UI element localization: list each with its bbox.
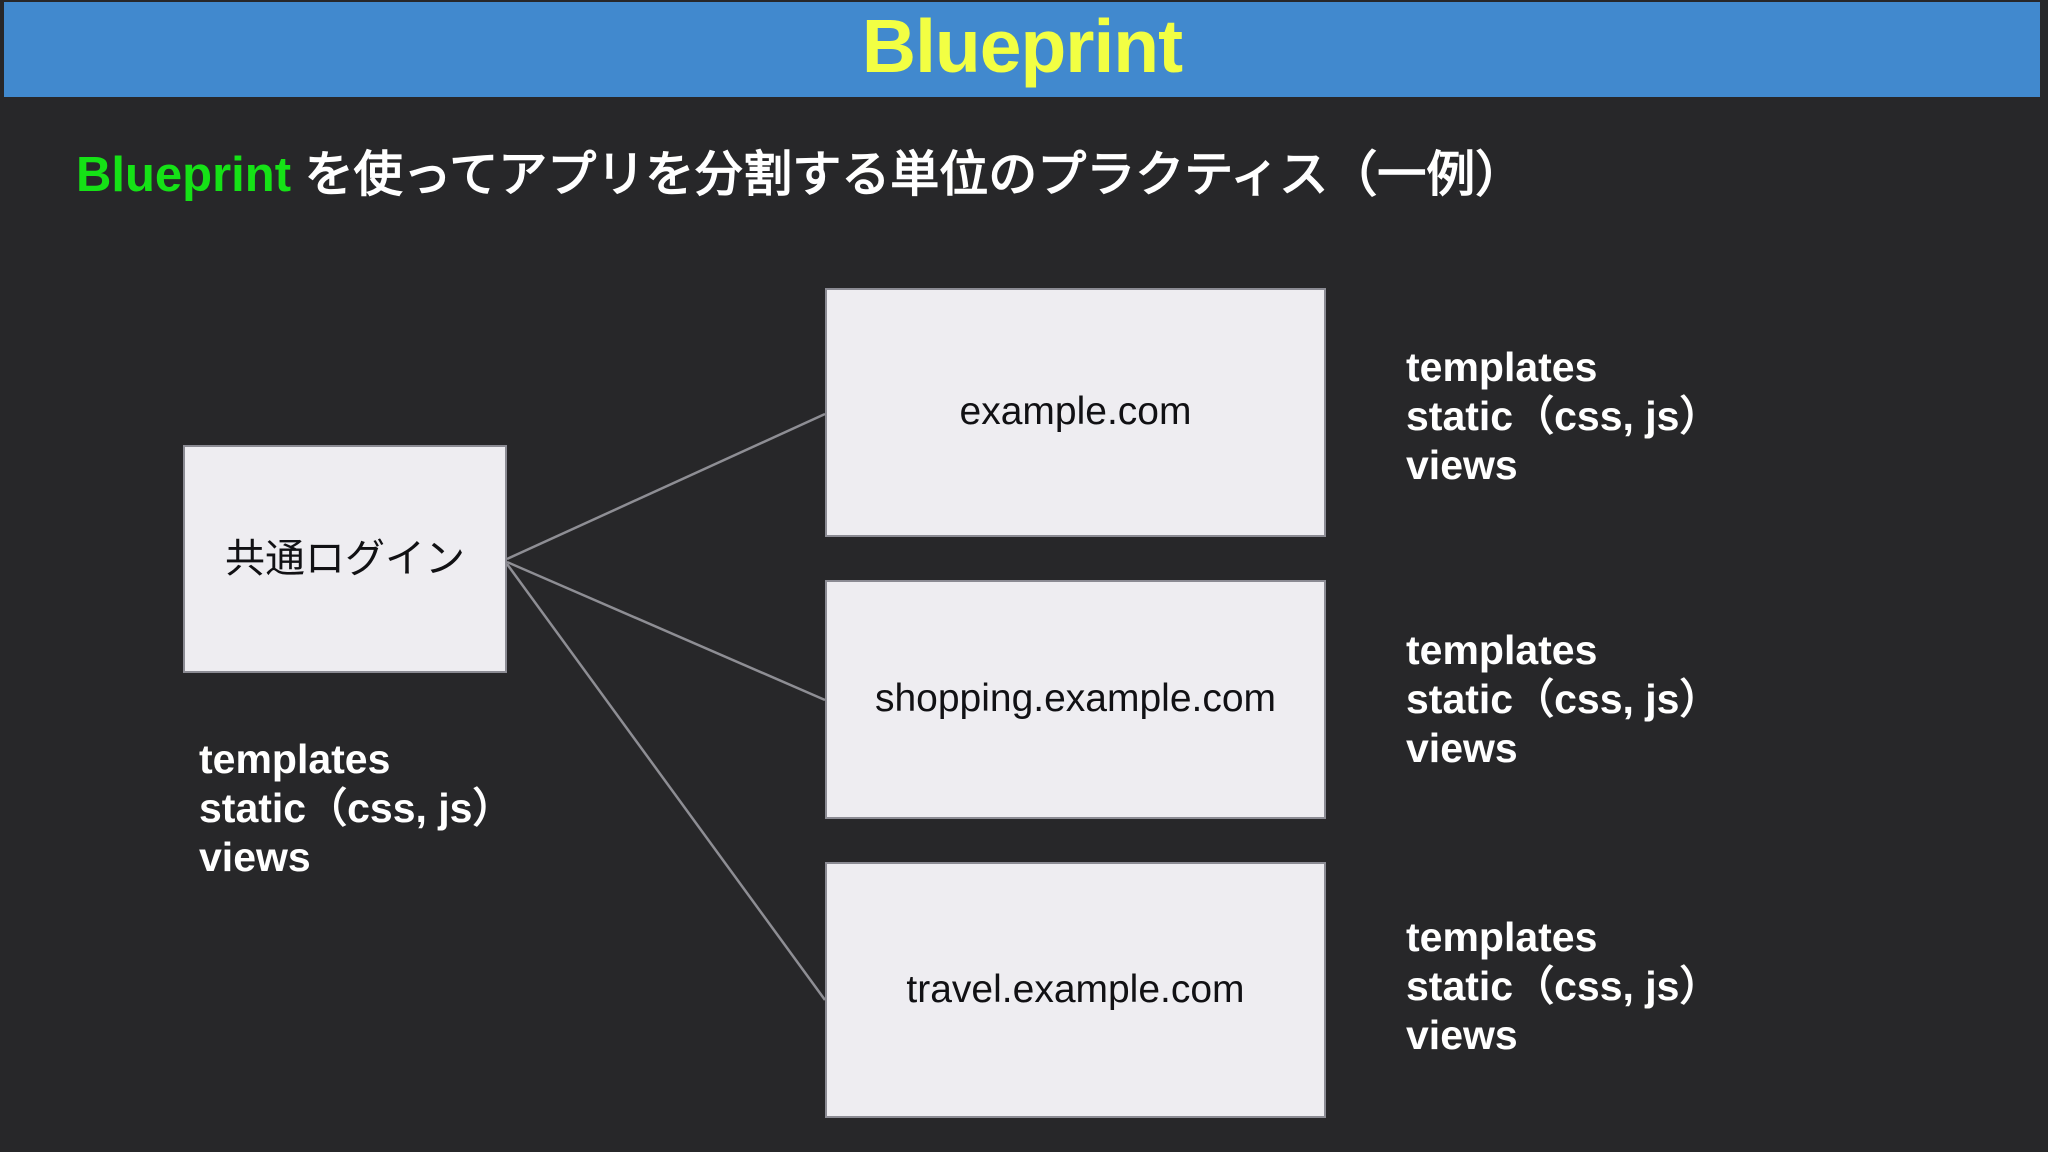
node-box-travel-example-com[interactable]: travel.example.com (825, 862, 1326, 1118)
heading-rest-text: を使ってアプリを分割する単位のプラクティス（一例） (291, 148, 1525, 202)
connector-login-to-shopping (506, 560, 826, 702)
slide-title-text: Blueprint (861, 4, 1183, 88)
folder-line-templates: templates (1406, 914, 1598, 960)
folder-line-static: static（css, js） (199, 784, 514, 831)
connector-login-to-example (506, 412, 826, 561)
folder-line-views: views (1406, 1011, 1518, 1058)
node-box-label: shopping.example.com (874, 677, 1277, 721)
folder-list-example-com: templates static（css, js） views (1406, 343, 1721, 489)
connector-login-to-travel (505, 563, 827, 1001)
folder-line-static: static（css, js） (1406, 392, 1721, 439)
folder-line-templates: templates (1406, 344, 1598, 390)
node-box-label: 共通ログイン (225, 537, 465, 581)
folder-line-static: static（css, js） (1406, 962, 1721, 1009)
folder-line-views: views (1406, 441, 1518, 488)
node-box-label: example.com (959, 390, 1192, 434)
page-title: Blueprint を使ってアプリを分割する単位のプラクティス（一例） (76, 147, 1524, 203)
folder-line-static: static（css, js） (1406, 675, 1721, 722)
node-box-example-com[interactable]: example.com (825, 288, 1326, 537)
slide-title-bar: Blueprint (4, 2, 2040, 97)
folder-list-common-login: templates static（css, js） views (199, 735, 514, 881)
folder-line-templates: templates (199, 736, 391, 782)
folder-line-views: views (199, 833, 311, 880)
folder-list-shopping-example-com: templates static（css, js） views (1406, 626, 1721, 772)
folder-line-templates: templates (1406, 627, 1598, 673)
node-box-shopping-example-com[interactable]: shopping.example.com (825, 580, 1326, 819)
node-box-label: travel.example.com (906, 967, 1245, 1011)
folder-line-views: views (1406, 724, 1518, 771)
heading-accent-text: Blueprint (76, 148, 292, 202)
folder-list-travel-example-com: templates static（css, js） views (1406, 913, 1721, 1059)
node-box-common-login[interactable]: 共通ログイン (183, 445, 507, 673)
